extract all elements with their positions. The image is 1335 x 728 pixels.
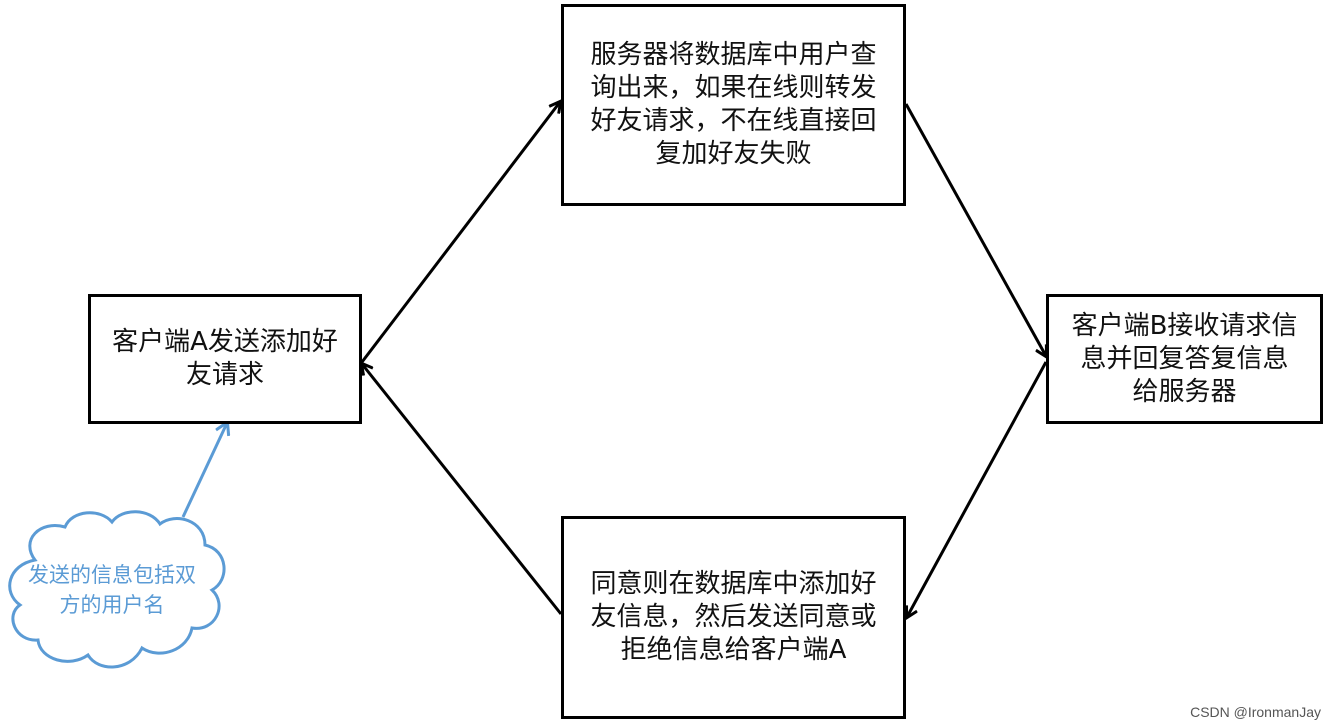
client-a-label: 客户端A发送添加好 友请求 — [112, 327, 338, 390]
watermark: CSDN @IronmanJay — [1190, 704, 1321, 720]
client-a-node: 客户端A发送添加好 友请求 — [88, 294, 362, 424]
agree-label: 同意则在数据库中添加好 友信息，然后发送同意或 拒绝信息给客户端A — [590, 569, 877, 665]
cloud-shape — [8, 510, 226, 669]
client-b-node: 客户端B接收请求信 息并回复答复信息 给服务器 — [1046, 294, 1323, 424]
agree-node: 同意则在数据库中添加好 友信息，然后发送同意或 拒绝信息给客户端A — [561, 516, 906, 719]
arrow-client-b-to-agree — [907, 361, 1048, 617]
arrow-client-a-to-server — [360, 102, 560, 363]
arrow-server-to-client-b — [904, 103, 1046, 356]
client-b-label: 客户端B接收请求信 息并回复答复信息 给服务器 — [1071, 310, 1298, 407]
arrow-agree-to-client-a — [362, 364, 563, 615]
cloud-note-text: 发送的信息包括双 方的用户名 — [28, 563, 196, 617]
server-node: 服务器将数据库中用户查 询出来，如果在线则转发 好友请求，不在线直接回 复加好友… — [561, 4, 906, 206]
server-label: 服务器将数据库中用户查 询出来，如果在线则转发 好友请求，不在线直接回 复加好友… — [590, 40, 877, 169]
arrow-note-to-client-a — [181, 423, 227, 518]
